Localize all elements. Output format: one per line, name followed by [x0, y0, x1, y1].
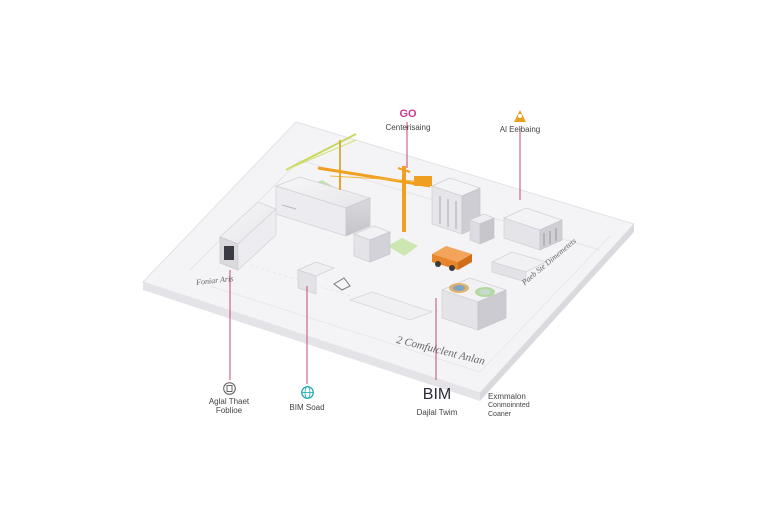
leader-lines	[229, 122, 521, 384]
bim-subtitle: Dajlal Twim	[416, 408, 458, 417]
callout-line1: Exmmalon	[488, 392, 526, 401]
callout-bottom-center-left: BIM Soad	[282, 386, 332, 412]
callout-label-line1: Aglal Thaet	[208, 397, 250, 406]
callout-bottom-right: Exmmalon Conmoinnted Coaner	[488, 392, 530, 419]
callout-bottom-left: Aglal Thaet Foblioe	[204, 382, 254, 415]
ground-plate	[142, 121, 635, 401]
tower-crane-orange	[317, 166, 433, 232]
callout-bottom-center: BIM Dajlal Twim	[410, 386, 464, 417]
long-building	[274, 176, 372, 237]
small-structures	[297, 225, 434, 321]
construction-truck	[432, 246, 472, 271]
callout-line2: Conmoinnted	[488, 402, 530, 409]
office-tower	[431, 177, 495, 245]
globe-icon	[300, 386, 314, 399]
data-center-block	[441, 277, 507, 331]
callout-label: BIM Soad	[289, 403, 325, 412]
callout-label: Centerisaing	[385, 123, 431, 132]
bim-title: BIM	[422, 386, 452, 403]
right-building	[491, 207, 563, 283]
callout-label: Al Eelbaing	[499, 125, 541, 134]
callout-top-right: Al Eelbaing	[492, 110, 548, 134]
entrance-building	[219, 201, 277, 271]
go-badge-icon: GO	[399, 108, 417, 120]
callout-label-line2: Foblioe	[215, 406, 243, 415]
callout-top-center: GO Centerisaing	[380, 108, 436, 132]
person-pin-icon	[514, 110, 526, 122]
green-lawn-patch	[388, 238, 418, 256]
callout-line3: Coaner	[488, 411, 511, 418]
document-icon	[222, 382, 236, 395]
